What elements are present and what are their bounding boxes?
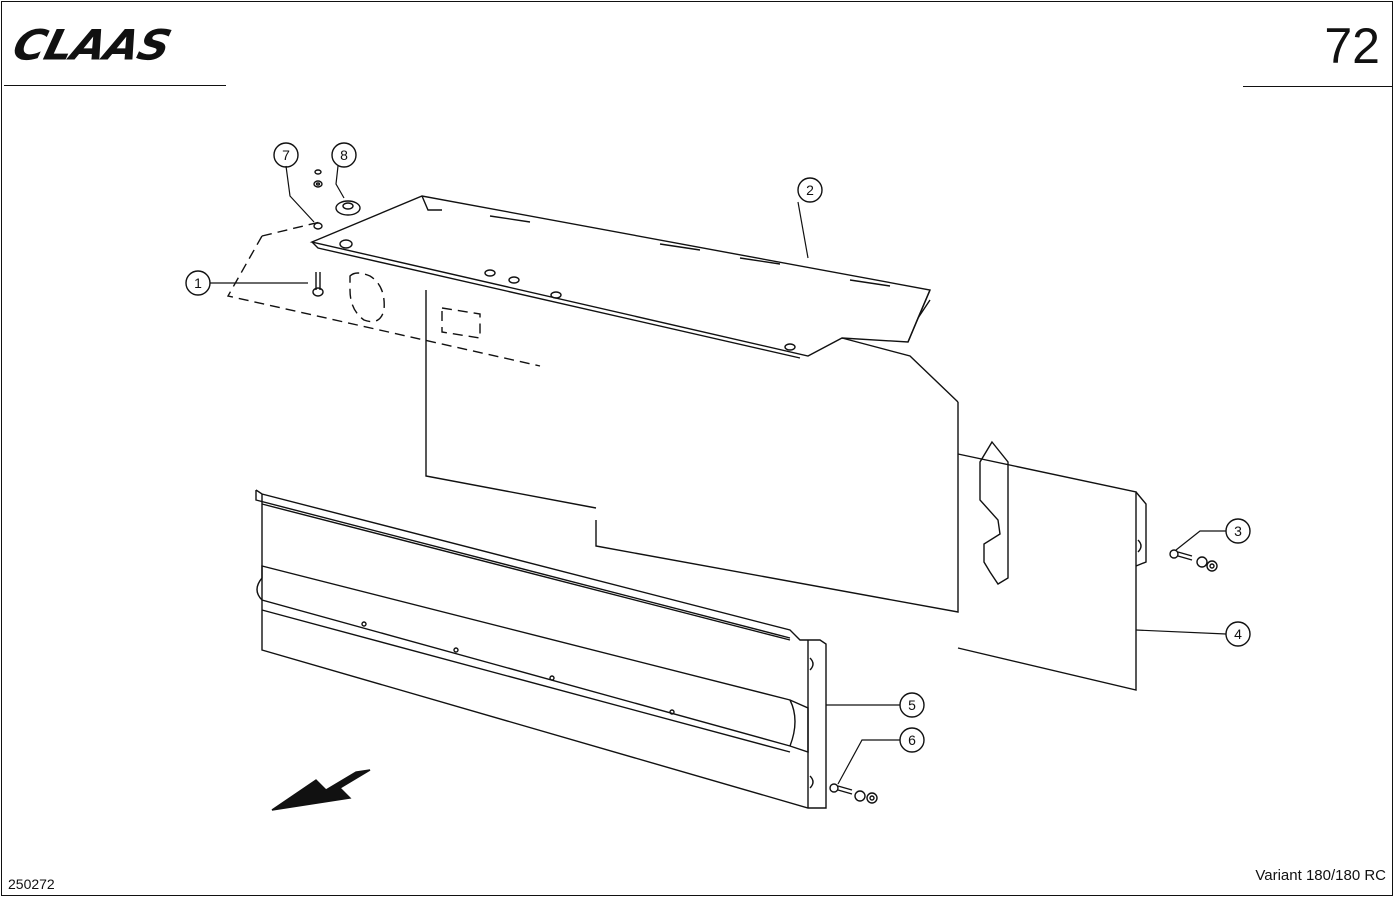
callout-3: 3 <box>1225 518 1251 544</box>
svg-text:7: 7 <box>282 147 290 163</box>
document-id: 250272 <box>8 876 55 892</box>
bolt-part-1 <box>312 272 324 297</box>
callout-5: 5 <box>899 692 925 718</box>
callout-6: 6 <box>899 727 925 753</box>
bolt-nut-part-3 <box>1169 549 1218 572</box>
callout-2: 2 <box>797 177 823 203</box>
svg-text:6: 6 <box>908 732 916 748</box>
variant-label: Variant 180/180 RC <box>1255 867 1386 884</box>
callout-leaders <box>210 165 1227 785</box>
callout-1: 1 <box>185 270 211 296</box>
dashed-mounting-outline <box>226 221 541 367</box>
svg-text:5: 5 <box>908 697 916 713</box>
callout-7: 7 <box>273 142 299 168</box>
back-plate <box>425 290 959 613</box>
svg-text:4: 4 <box>1234 626 1242 642</box>
callout-4: 4 <box>1225 621 1251 647</box>
washer-stack-parts-7-8 <box>313 169 361 230</box>
svg-text:8: 8 <box>340 147 348 163</box>
svg-text:1: 1 <box>194 275 202 291</box>
svg-text:3: 3 <box>1234 523 1242 539</box>
callout-8: 8 <box>331 142 357 168</box>
direction-arrow <box>271 769 371 811</box>
header-rule-left <box>4 85 226 86</box>
part-5-lower-rail <box>255 489 827 809</box>
page-number: 72 <box>1324 18 1380 74</box>
header-rule-right <box>1243 86 1393 87</box>
part-2-top-cover <box>309 195 959 403</box>
svg-text:2: 2 <box>806 182 814 198</box>
part-4-side-panel <box>957 440 1147 691</box>
bolt-nut-part-6 <box>829 783 878 804</box>
